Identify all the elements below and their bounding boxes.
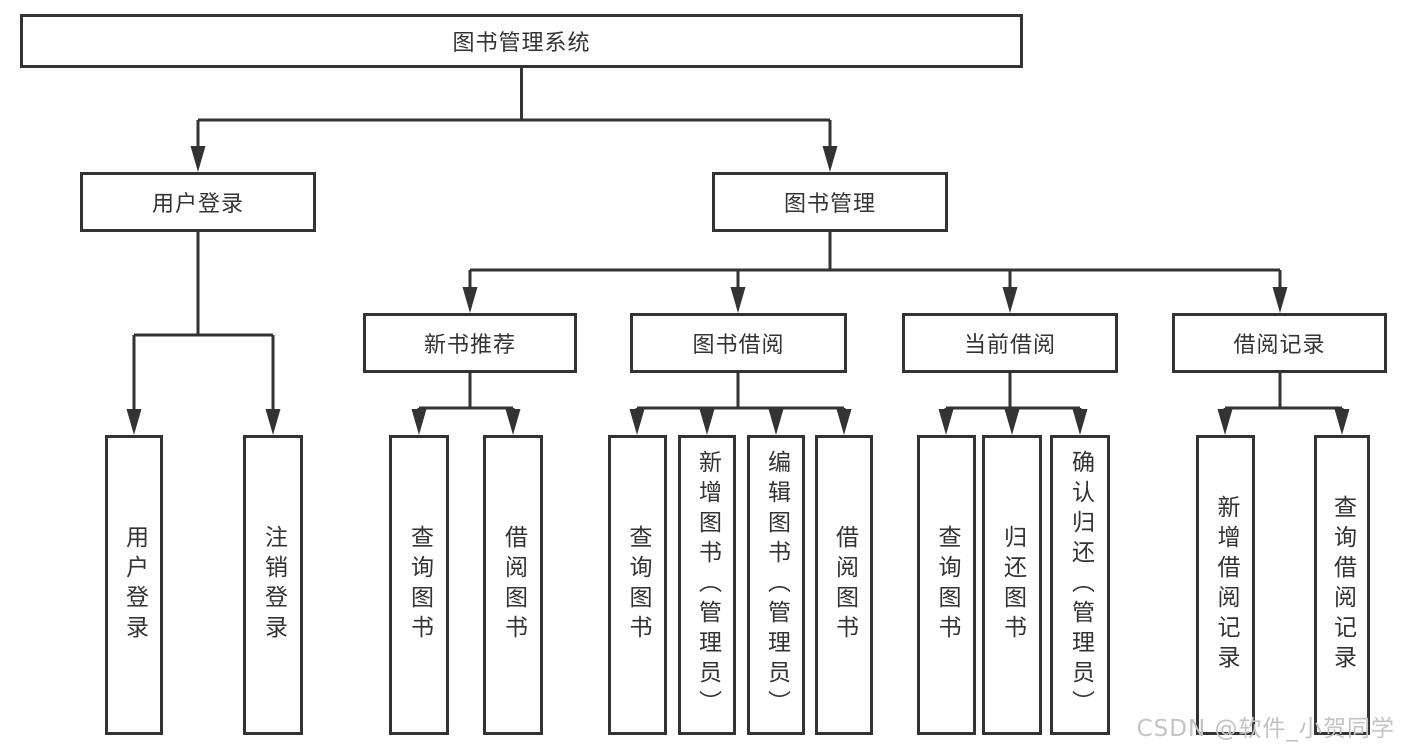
connector-book-mgmt-modules <box>468 232 1282 295</box>
leaf-label: 查询图书 <box>934 525 960 645</box>
leaf-borrow-book-recommend: 借阅图书 <box>483 435 543 735</box>
leaf-query-book-current: 查询图书 <box>917 435 976 735</box>
node-label: 借阅记录 <box>1233 333 1326 358</box>
node-label: 图书管理系统 <box>452 31 591 56</box>
leaf-label: 编辑图书（管理员） <box>763 450 790 720</box>
leaf-label: 新增借阅记录 <box>1213 495 1239 675</box>
leaf-label: 查询借阅记录 <box>1329 495 1356 675</box>
node-label: 图书管理 <box>783 192 876 217</box>
leaf-label: 查询图书 <box>406 525 433 645</box>
arrowheads <box>126 146 1350 435</box>
node-current-borrow: 当前借阅 <box>902 313 1118 373</box>
node-label: 图书借阅 <box>692 333 785 358</box>
node-new-book-recommend: 新书推荐 <box>363 313 577 373</box>
leaf-query-book-borrow: 查询图书 <box>608 435 667 735</box>
leaf-confirm-return-admin: 确认归还（管理员） <box>1050 435 1110 735</box>
node-user-login: 用户登录 <box>80 172 316 232</box>
csdn-watermark: CSDN @软件_小贺同学 <box>1136 716 1395 742</box>
leaf-add-borrow-record: 新增借阅记录 <box>1196 435 1255 735</box>
leaf-label: 注销登录 <box>260 525 287 645</box>
leaf-label: 借阅图书 <box>831 525 858 645</box>
node-label: 当前借阅 <box>963 333 1056 358</box>
leaf-logout: 注销登录 <box>243 435 303 735</box>
leaf-borrow-book: 借阅图书 <box>815 435 873 735</box>
leaf-query-book-recommend: 查询图书 <box>389 435 449 735</box>
connector-new-rec-children <box>417 373 515 417</box>
connector-user-login-children <box>132 232 275 417</box>
node-label: 用户登录 <box>151 192 244 217</box>
node-book-borrow: 图书借阅 <box>630 313 847 373</box>
leaf-label: 归还图书 <box>999 525 1026 645</box>
leaf-label: 查询图书 <box>625 525 651 645</box>
leaf-label: 用户登录 <box>121 525 148 645</box>
connector-root-to-level2 <box>196 68 832 154</box>
node-book-management: 图书管理 <box>712 172 948 232</box>
connector-book-borrow-children <box>635 373 846 417</box>
node-label: 新书推荐 <box>423 333 516 358</box>
leaf-edit-book-admin: 编辑图书（管理员） <box>747 435 805 735</box>
leaf-return-book: 归还图书 <box>982 435 1042 735</box>
connector-borrow-record-children <box>1223 373 1344 417</box>
leaf-add-book-admin: 新增图书（管理员） <box>678 435 736 735</box>
node-borrow-records: 借阅记录 <box>1172 313 1387 373</box>
leaf-label: 借阅图书 <box>500 525 527 645</box>
leaf-query-borrow-record: 查询借阅记录 <box>1314 435 1370 735</box>
leaf-user-login: 用户登录 <box>105 435 163 735</box>
leaf-label: 确认归还（管理员） <box>1067 450 1094 720</box>
node-library-management-system: 图书管理系统 <box>20 14 1023 68</box>
leaf-label: 新增图书（管理员） <box>694 450 721 720</box>
